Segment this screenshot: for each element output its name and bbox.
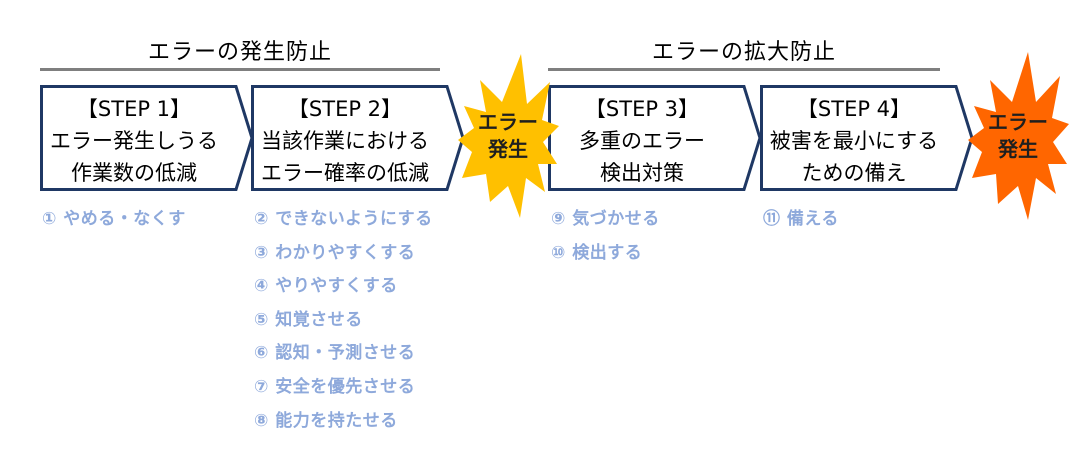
step-1-line-1: エラー発生しうる: [50, 129, 218, 153]
step-2-measures: ② できないようにする ③ わかりやすくする ④ やりやすくする ⑤ 知覚させる…: [254, 206, 433, 441]
step-1-line-2: 作業数の低減: [71, 161, 197, 185]
step-4-box: 【STEP 4】 被害を最小にする ための備え: [760, 85, 974, 191]
error-burst-2: エラー 発生: [966, 50, 1070, 222]
list-item: ⑧ 能力を持たせる: [254, 410, 398, 431]
list-item: ⑩ 検出する: [551, 242, 643, 263]
list-item: ① やめる・なくす: [42, 209, 186, 229]
step-3-measures: ⑨ 気づかせる ⑩ 検出する: [551, 206, 660, 273]
error-burst-1: エラー 発生: [456, 52, 560, 220]
step-3-line-2: 検出対策: [600, 161, 684, 185]
step-1-label: 【STEP 1】: [76, 97, 192, 121]
step-4-line-2: ための備え: [801, 161, 907, 185]
step-1-box: 【STEP 1】 エラー発生しうる 作業数の低減: [40, 85, 254, 191]
list-item: ⑨ 気づかせる: [551, 209, 660, 229]
step-1-measures: ① やめる・なくす: [42, 206, 186, 240]
step-3-box: 【STEP 3】 多重のエラー 検出対策: [548, 85, 762, 191]
step-3-line-1: 多重のエラー: [579, 129, 705, 153]
step-2-line-1: 当該作業における: [261, 129, 429, 153]
step-2-box: 【STEP 2】 当該作業における エラー確率の低減: [251, 85, 465, 191]
list-item: ⑪ 備える: [763, 209, 839, 229]
list-item: ⑤ 知覚させる: [254, 309, 363, 330]
list-item: ③ わかりやすくする: [254, 242, 416, 263]
step-2-label: 【STEP 2】: [287, 97, 403, 121]
step-4-label: 【STEP 4】: [796, 97, 912, 121]
error-burst-2-line-1: エラー: [988, 110, 1048, 134]
list-item: ② できないようにする: [254, 209, 433, 229]
error-burst-1-line-2: 発生: [488, 137, 528, 161]
explosion-icon: [968, 52, 1069, 220]
section-divider-mitigation: [548, 68, 940, 71]
section-title-prevention: エラーの発生防止: [147, 40, 332, 65]
step-4-measures: ⑪ 備える: [763, 206, 839, 240]
section-title-mitigation: エラーの拡大防止: [651, 40, 836, 65]
list-item: ⑦ 安全を優先させる: [254, 376, 416, 397]
list-item: ⑥ 認知・予測させる: [254, 343, 416, 364]
explosion-icon: [458, 54, 559, 218]
list-item: ④ やりやすくする: [254, 276, 398, 297]
step-3-label: 【STEP 3】: [584, 97, 700, 121]
step-4-line-1: 被害を最小にする: [769, 129, 939, 153]
step-2-line-2: エラー確率の低減: [261, 161, 429, 185]
error-burst-2-line-2: 発生: [998, 137, 1038, 161]
section-divider-prevention: [40, 68, 440, 71]
error-burst-1-line-1: エラー: [478, 110, 538, 134]
